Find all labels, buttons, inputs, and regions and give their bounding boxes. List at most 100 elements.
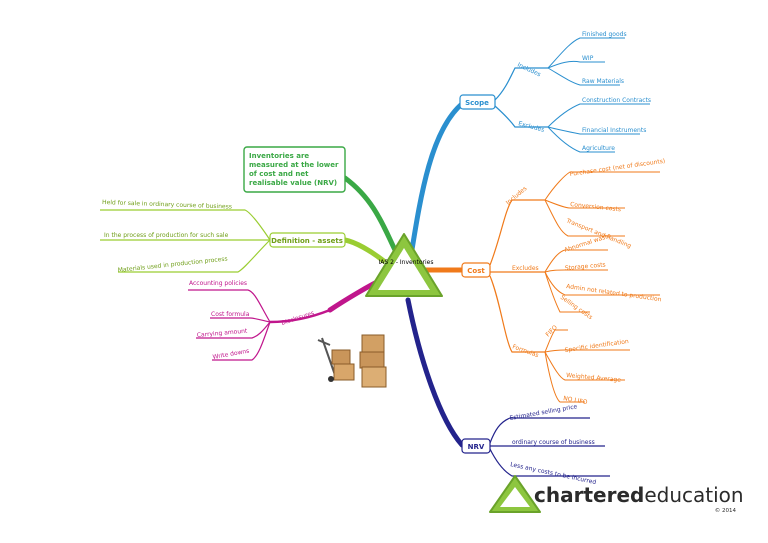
- disclosures-branch: Disclosures Accounting policies Cost for…: [188, 280, 331, 361]
- cost-exc-2-line: [544, 269, 608, 273]
- truck-handle: [317, 339, 331, 346]
- definition-item: Materials used in production process: [117, 255, 227, 273]
- disclosures-node-label[interactable]: Disclosures: [280, 310, 315, 327]
- scope-includes-line: [494, 67, 548, 101]
- nrv-item-3-line: [489, 448, 610, 477]
- definition-node-label: Definition - assets: [271, 237, 343, 245]
- cost-inc-3-line: [544, 199, 625, 237]
- center-node[interactable]: IAS 2 - Inventories: [365, 233, 443, 297]
- cost-exc-3-line: [544, 271, 660, 296]
- definition-note: Inventories are measured at the lower of…: [243, 146, 346, 193]
- truck-box: [333, 363, 355, 381]
- center-title-line: IAS 2 - Inventories: [379, 259, 434, 266]
- scope-inc-1-line: [547, 37, 625, 69]
- definition-note-line: measured at the lower: [249, 161, 339, 169]
- stacked-box: [359, 351, 385, 369]
- scope-node-box[interactable]: [459, 94, 496, 110]
- disc-item-4-line: [212, 321, 271, 361]
- cost-inc-2-line: [544, 199, 625, 209]
- definition-node-box[interactable]: [269, 232, 346, 248]
- scope-inc-2-line: [547, 60, 605, 69]
- definition-note-box[interactable]: [243, 146, 346, 193]
- cost-include-item: Conversion costs: [570, 201, 622, 213]
- disclosure-item: Accounting policies: [189, 280, 247, 287]
- cost-exclude-item: Admin not related to production: [566, 283, 662, 303]
- cost-include-item: Purchase cost (net of discounts): [569, 158, 665, 178]
- cost-includes-label: Includes: [505, 185, 529, 206]
- def-item-1-line: [100, 209, 271, 241]
- disc-item-3-line: [196, 321, 271, 339]
- definition-note-line: of cost and net: [249, 170, 309, 178]
- definition-branch: Definition - assets Held for sale in ord…: [100, 199, 346, 274]
- brand-name-light: education: [644, 483, 743, 507]
- cost-includes-line: [489, 199, 545, 266]
- cost-formula-item: Specific identification: [564, 338, 629, 354]
- scope-exclude-item: Construction Contracts: [582, 97, 651, 104]
- scope-node-label: Scope: [465, 99, 489, 107]
- hand-truck-illustration: [317, 334, 387, 388]
- scope-excludes-label: Excludes: [517, 120, 545, 134]
- nrv-item-1-line: [489, 417, 590, 444]
- scope-includes-label: Includes: [516, 61, 542, 78]
- cost-exclude-item: Selling costs: [559, 294, 594, 321]
- cost-branch: Cost Includes Excludes Formulas Purchase…: [461, 158, 666, 406]
- brand-copyright: © 2014: [715, 507, 737, 514]
- stacked-box: [361, 366, 387, 388]
- stacked-box: [361, 334, 385, 354]
- cost-exclude-item: Storage costs: [565, 261, 606, 272]
- disclosure-item: Carrying amount: [197, 328, 249, 339]
- cost-excludes-label: Excludes: [512, 265, 539, 272]
- disclosure-item: Write downs: [212, 348, 250, 361]
- scope-include-item: Raw Materials: [582, 78, 624, 85]
- nrv-item: Estimated selling price: [509, 403, 578, 422]
- cost-formula-item: NO LIFO: [563, 395, 589, 406]
- scope-include-item: WIP: [582, 55, 594, 62]
- branch-nrv-line: [405, 297, 465, 448]
- brand-name-bold: chartered: [534, 483, 644, 507]
- cost-f-4-line: [544, 351, 585, 403]
- center-triangle-inner: [378, 248, 430, 290]
- disc-item-1-line: [188, 289, 271, 323]
- cost-formula-item: Weighted Average: [566, 372, 622, 384]
- cost-formulas-label: Formulas: [511, 343, 539, 359]
- cost-exc-1-line: [544, 249, 608, 273]
- definition-item: In the process of production for such sa…: [104, 232, 229, 239]
- branch-note-line: [342, 175, 398, 253]
- logo-triangle-inner: [500, 487, 530, 507]
- cost-f-2-line: [544, 349, 630, 353]
- brand-logo: charterededucation © 2014: [489, 475, 744, 514]
- definition-note-line: Inventories are: [249, 152, 309, 160]
- nrv-item: ordinary course of business: [512, 439, 595, 446]
- nrv-node-label: NRV: [468, 443, 485, 451]
- scope-exc-1-line: [547, 103, 650, 128]
- scope-exc-3-line: [547, 126, 615, 153]
- nrv-branch: NRV Estimated selling price ordinary cou…: [461, 403, 610, 486]
- center-title: IAS 2 - Inventories: [379, 259, 434, 266]
- scope-exc-2-line: [547, 126, 640, 135]
- nrv-node-box[interactable]: [461, 438, 491, 454]
- truck-wheel: [328, 376, 334, 382]
- definition-note-text: Inventories are measured at the lower of…: [249, 152, 341, 187]
- def-item-3-line: [118, 239, 271, 273]
- brand-name: charterededucation: [534, 483, 744, 507]
- cost-f-3-line: [544, 351, 625, 381]
- scope-exclude-item: Agriculture: [582, 145, 615, 152]
- cost-node-box[interactable]: [461, 262, 491, 278]
- disclosure-item: Cost formula: [211, 311, 250, 318]
- cost-exc-4-line: [544, 271, 590, 313]
- cost-f-1-line: [544, 329, 568, 353]
- disc-item-2-line: [210, 317, 271, 323]
- cost-exclude-item: Abnormal waste: [563, 232, 612, 254]
- branch-scope-line: [407, 100, 466, 265]
- definition-note-line: realisable value (NRV): [249, 179, 337, 187]
- scope-excludes-line: [494, 105, 548, 128]
- scope-include-item: Finished goods: [582, 31, 627, 38]
- scope-exclude-item: Financial Instruments: [582, 127, 646, 134]
- cost-inc-1-line: [544, 171, 660, 201]
- definition-item: Held for sale in ordinary course of busi…: [102, 199, 232, 211]
- scope-branch: Scope Includes Excludes Finished goods W…: [459, 31, 651, 153]
- truck-box: [331, 349, 351, 365]
- scope-inc-3-line: [547, 67, 620, 86]
